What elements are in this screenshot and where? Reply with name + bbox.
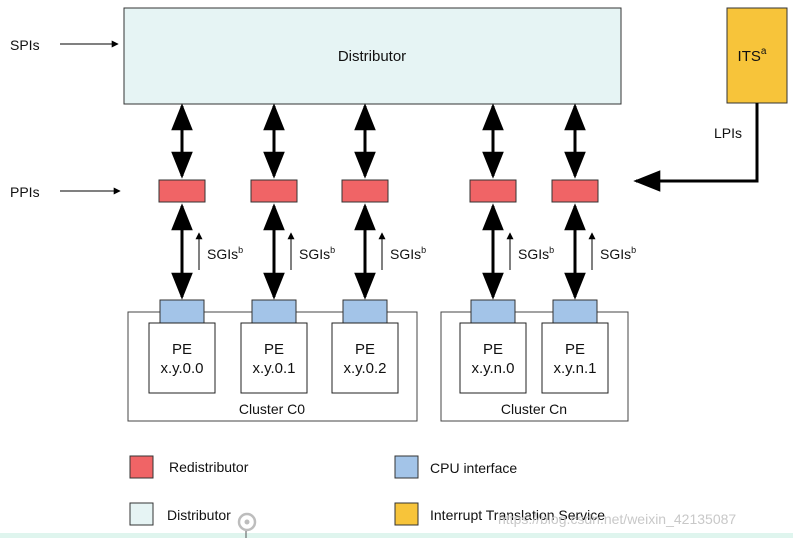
- sgi-label-0-0: SGIsb: [207, 245, 243, 262]
- pe-box-1-0: [459, 322, 527, 394]
- redistributor-0-2: [341, 179, 389, 203]
- watermark-text: https://blog.csdn.net/weixin_42135087: [498, 511, 736, 527]
- pe-id-0-1: x.y.0.1: [252, 360, 295, 377]
- ppis-label: PPIs: [10, 184, 40, 200]
- spis-label: SPIs: [10, 37, 40, 53]
- legend-distributor-swatch: [129, 502, 154, 526]
- pe-id-0-0: x.y.0.0: [160, 360, 203, 377]
- cluster-cn-label: Cluster Cn: [501, 401, 567, 417]
- redistributor-1-0: [469, 179, 517, 203]
- bottom-strip: [0, 533, 793, 538]
- pe-box-0-1: [240, 322, 308, 394]
- cpu-interface-0-1: [251, 299, 297, 324]
- pe-title-0-0: PE: [172, 341, 192, 358]
- legend-its-label: Interrupt Translation Service: [430, 507, 605, 523]
- lpis-label: LPIs: [714, 125, 742, 141]
- pe-title-1-0: PE: [483, 341, 503, 358]
- its-box: [726, 7, 788, 104]
- sgi-label-1-1: SGIsb: [600, 245, 636, 262]
- legend-its-swatch: [394, 502, 419, 526]
- pe-box-0-2: [331, 322, 399, 394]
- distributor-box: [123, 7, 622, 105]
- cluster-c0-label: Cluster C0: [239, 401, 305, 417]
- its-label: ITSa: [738, 46, 767, 65]
- legend-redistributor-swatch: [129, 455, 154, 479]
- distributor-label: Distributor: [338, 48, 406, 65]
- pe-title-1-1: PE: [565, 341, 585, 358]
- lpis-arrow: [633, 103, 759, 192]
- redistributor-0-1: [250, 179, 298, 203]
- cpu-interface-0-2: [342, 299, 388, 324]
- pe-box-1-1: [541, 322, 609, 394]
- cluster-cn-frame: [440, 311, 629, 422]
- pe-id-1-1: x.y.n.1: [553, 360, 596, 377]
- redistributor-1-1: [551, 179, 599, 203]
- pe-id-1-0: x.y.n.0: [471, 360, 514, 377]
- sgi-label-1-0: SGIsb: [518, 245, 554, 262]
- legend-distributor-label: Distributor: [167, 507, 231, 523]
- cpu-interface-1-1: [552, 299, 598, 324]
- pe-title-0-2: PE: [355, 341, 375, 358]
- pe-box-0-0: [148, 322, 216, 394]
- cpu-interface-1-0: [470, 299, 516, 324]
- pe-title-0-1: PE: [264, 341, 284, 358]
- pe-id-0-2: x.y.0.2: [343, 360, 386, 377]
- cpu-interface-0-0: [159, 299, 205, 324]
- legend-cpu-interface-swatch: [394, 455, 419, 479]
- sgi-label-0-1: SGIsb: [299, 245, 335, 262]
- watermark-logo-icon: [237, 512, 257, 532]
- legend-redistributor-label: Redistributor: [169, 459, 249, 475]
- redistributor-0-0: [158, 179, 206, 203]
- legend-cpu-interface-label: CPU interface: [430, 460, 517, 476]
- sgi-label-0-2: SGIsb: [390, 245, 426, 262]
